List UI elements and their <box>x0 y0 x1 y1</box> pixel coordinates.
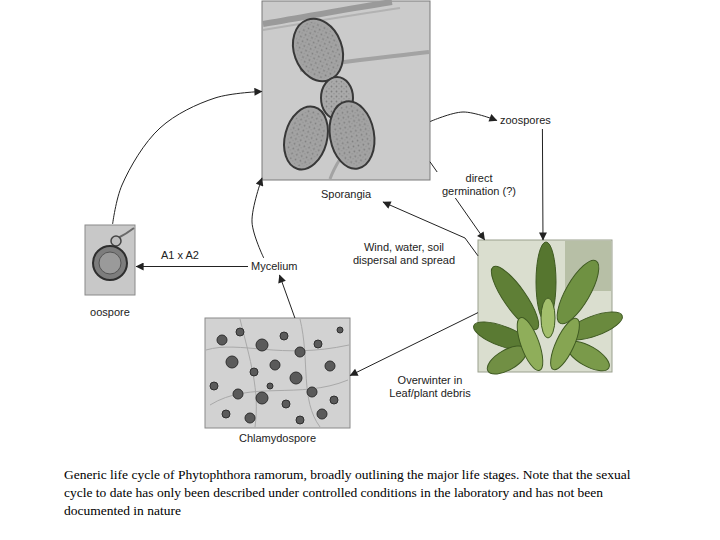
stage-name: Chlamydospore <box>239 432 316 445</box>
plant-panel <box>478 240 612 372</box>
chlamydospore <box>337 327 343 333</box>
chlamydospore <box>245 413 255 423</box>
chlamydospore <box>256 392 268 404</box>
photo-ground <box>205 318 350 428</box>
hyphae <box>206 319 349 427</box>
leaves <box>470 242 625 380</box>
stage-name: Mycelium <box>251 260 297 273</box>
arrow-label: Wind, water, soil dispersal and spread <box>350 241 458 267</box>
hypha <box>118 228 134 238</box>
chlamydospore <box>250 368 258 376</box>
arrow-label: direct germination (?) <box>436 172 522 198</box>
chlamydospore <box>233 389 243 399</box>
stage-name: Sporangia <box>321 188 371 201</box>
oospore-panel: oospore <box>84 224 136 320</box>
sporangium-texture <box>281 105 331 170</box>
chlamydospore <box>296 416 304 424</box>
chlamydospore <box>325 361 335 371</box>
sporangium-texture <box>288 16 347 85</box>
chlamydospore <box>267 383 273 389</box>
chlamydospore <box>295 347 305 357</box>
chlamydospore <box>290 372 302 384</box>
arrow-label: A1 x A2 <box>160 249 200 262</box>
chlamydospore <box>330 396 338 404</box>
cycle-arrow <box>279 275 294 318</box>
oospore-core <box>99 252 121 274</box>
oospore-micrograph <box>85 225 135 295</box>
chlamydospore <box>317 409 327 419</box>
chlamydospore <box>314 340 322 348</box>
stage-label: Mycelium <box>248 258 300 275</box>
leaf-bud <box>541 298 555 338</box>
chlamydospore <box>236 328 244 336</box>
oospore-wall <box>93 246 127 280</box>
chlamydospore <box>222 410 230 418</box>
stage-name: oospore <box>90 306 130 319</box>
stage-name: zoospores <box>500 114 551 127</box>
chlamydospore <box>270 360 280 370</box>
chlamydospore <box>210 382 218 390</box>
chlamydospore <box>256 339 268 351</box>
cycle-arrow <box>350 313 478 376</box>
cycle-arrow <box>136 266 248 267</box>
chlamydospore-micrograph <box>205 318 350 428</box>
sporangia-micrograph <box>262 1 430 180</box>
chlamydospore-panel: Chlamydospore <box>205 318 350 446</box>
chlamydospores <box>210 327 343 424</box>
plant-photo <box>470 240 625 380</box>
chlamydospore <box>307 387 317 397</box>
stage-label: zoospores <box>497 112 554 129</box>
antheridium <box>111 236 121 246</box>
cycle-arrow <box>430 112 497 122</box>
sporangium <box>324 98 379 173</box>
photo-ground <box>262 1 430 180</box>
photo-ground <box>85 225 135 295</box>
cycle-arrow <box>113 91 262 224</box>
chlamydospore <box>282 400 290 408</box>
sporangium-texture <box>328 101 376 169</box>
arrow-label: Overwinter in Leaf/plant debris <box>386 374 474 400</box>
sporangia-panel: Sporangia <box>262 1 430 202</box>
cycle-arrow <box>542 129 544 240</box>
figure-caption: Generic life cycle of Phytophthora ramor… <box>64 466 644 520</box>
sporangium <box>277 102 334 175</box>
chlamydospore <box>280 332 288 340</box>
cycle-arrow <box>252 178 264 258</box>
chlamydospore <box>217 335 227 345</box>
chlamydospore <box>226 356 238 368</box>
